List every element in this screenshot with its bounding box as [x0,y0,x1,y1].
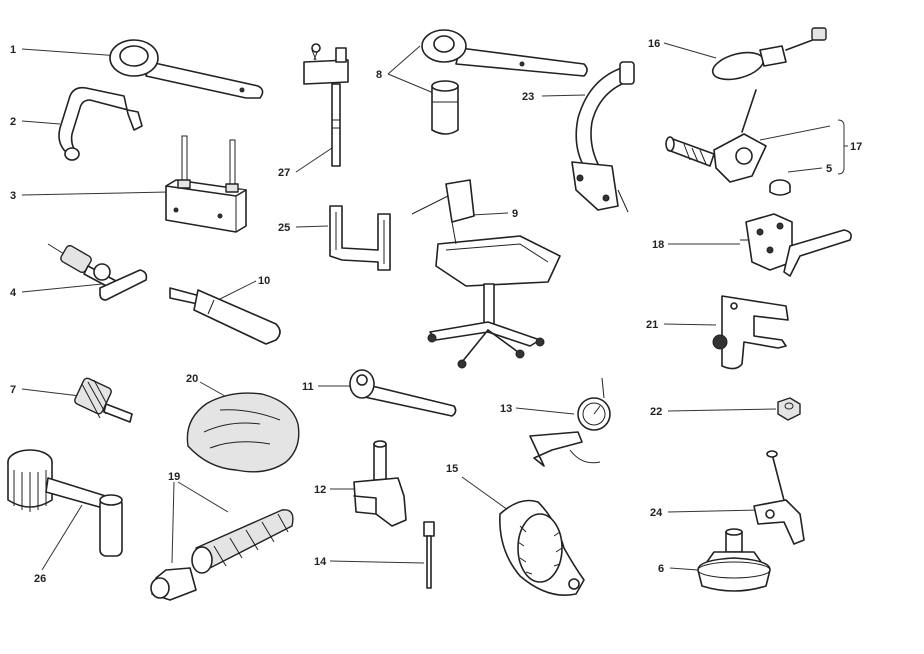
tool-20-cover [186,392,300,473]
tool-19-sleeve-tube [150,509,294,601]
tool-14-pin [423,521,435,589]
callout-10: 10 [258,275,270,287]
leader-lines [21,42,848,571]
callout-26: 26 [34,573,46,585]
callout-17: 17 [850,141,862,153]
callout-7: 7 [10,384,16,396]
callout-15: 15 [446,463,458,475]
tool-1-ring-spanner [109,39,264,99]
callout-5: 5 [826,163,832,175]
callout-11: 11 [302,381,314,393]
tool-22-nut [777,397,801,421]
tool-25-fork-bracket [329,205,391,271]
tool-23-curved-arm [571,61,635,213]
tool-16-cable-loop [711,27,827,81]
callout-22: 22 [650,406,662,418]
tool-9-stand-tray [411,179,561,369]
callout-labels: 1 2 3 4 7 26 27 25 10 20 19 8 23 9 11 12… [10,38,862,585]
tool-3-stud-plate [165,135,247,233]
callout-2: 2 [10,116,16,128]
tool-12-holding-fixture [353,440,407,527]
tool-13-dial-gauge [529,377,611,467]
tool-24-rod-clamp [753,450,805,545]
callout-3: 3 [10,190,16,202]
callout-9: 9 [512,208,518,220]
tool-8-pin-wrench-socket [421,29,588,135]
tool-5-small-nut [769,179,791,196]
tool-10-punch [169,287,281,345]
tool-4-t-handle-puller [47,243,148,301]
tool-2-bent-pin [58,86,143,161]
callout-13: 13 [500,403,512,415]
callout-1: 1 [10,44,16,56]
callout-24: 24 [650,507,663,519]
callout-6: 6 [658,563,664,575]
callout-12: 12 [314,484,326,496]
callout-27: 27 [278,167,290,179]
tool-26-clamp-handle [7,449,123,557]
callout-25: 25 [278,222,290,234]
tool-21-bracket [712,295,789,370]
callout-8: 8 [376,69,382,81]
callout-14: 14 [314,556,327,568]
tool-7-knurled-drift [74,377,133,423]
tool-11-socket-wrench [349,369,457,417]
tool-6-base-puller [697,528,771,592]
tool-18-block-lever [740,213,852,277]
callout-21: 21 [646,319,658,331]
tool-15-ring-holder [499,499,585,596]
tool-27-holder-rod [303,43,349,167]
tool-17-adjuster [665,89,767,183]
callout-19: 19 [168,471,180,483]
callout-16: 16 [648,38,660,50]
callout-18: 18 [652,239,664,251]
callout-4: 4 [10,287,17,299]
callout-23: 23 [522,91,534,103]
callout-20: 20 [186,373,198,385]
